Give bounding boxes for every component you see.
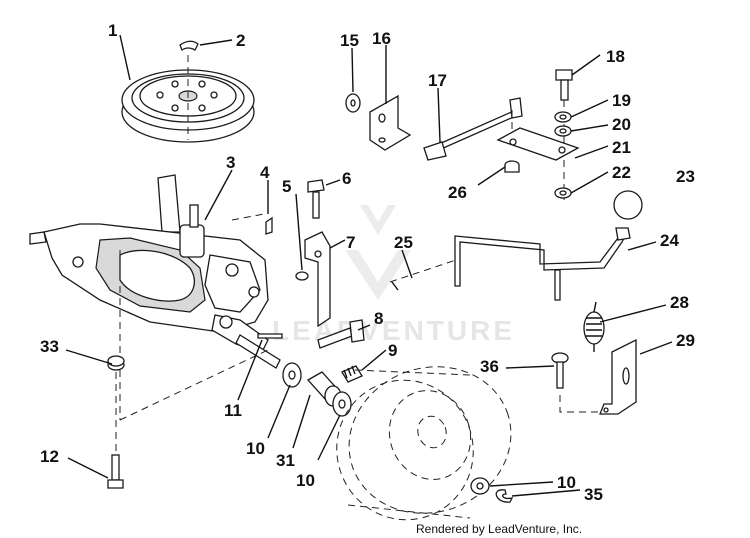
axle-key <box>265 216 273 235</box>
washer-19 <box>554 111 572 123</box>
knob-23 <box>613 190 643 220</box>
callout-31: 31 <box>276 451 295 470</box>
callout-11: 11 <box>224 401 242 420</box>
key-clip <box>179 40 199 51</box>
wheel <box>336 366 512 521</box>
callout-2: 2 <box>236 31 245 50</box>
washer-10c <box>470 477 490 495</box>
bracket-16 <box>369 94 412 151</box>
callout-25: 25 <box>394 233 413 252</box>
callouts: 1 2 3 4 5 6 7 8 9 10 10 10 11 12 15 16 1… <box>40 21 695 504</box>
callout-28: 28 <box>670 293 689 312</box>
callout-4: 4 <box>260 163 270 182</box>
nut-5 <box>295 271 309 281</box>
spacer-26 <box>504 160 520 173</box>
callout-10c: 10 <box>557 473 576 492</box>
clip-25 <box>391 281 399 291</box>
bolt-6 <box>307 179 325 219</box>
spring-28 <box>583 301 605 352</box>
washer-15 <box>345 93 361 113</box>
washer-22 <box>554 187 572 199</box>
clip-35 <box>495 489 514 503</box>
footer-credit: Rendered by LeadVenture, Inc. <box>416 522 582 536</box>
callout-1: 1 <box>108 21 117 40</box>
bolt-18 <box>555 69 573 101</box>
callout-18: 18 <box>606 47 625 66</box>
callout-35: 35 <box>584 485 603 504</box>
callout-8: 8 <box>374 309 383 328</box>
callout-10a: 10 <box>246 439 265 458</box>
callout-23: 23 <box>676 167 695 186</box>
washer-20 <box>554 125 572 137</box>
callout-15: 15 <box>340 31 359 50</box>
pin-11 <box>257 333 283 339</box>
rod-17 <box>423 97 523 161</box>
bolt-8 <box>317 319 365 349</box>
plate-21 <box>496 127 580 161</box>
bracket-7 <box>304 231 331 328</box>
callout-24: 24 <box>660 231 679 250</box>
washer-10b <box>332 391 352 417</box>
callout-21: 21 <box>612 138 631 157</box>
spring-9 <box>341 365 363 383</box>
watermark-text: LEADVENTURE <box>272 315 515 346</box>
watermark: LEADVENTURE <box>272 205 515 346</box>
callout-20: 20 <box>612 115 631 134</box>
bracket-29 <box>599 338 637 415</box>
washer-10a <box>282 362 302 388</box>
leader-lines <box>65 34 673 497</box>
callout-17: 17 <box>428 71 447 90</box>
callout-12: 12 <box>40 447 59 466</box>
callout-19: 19 <box>612 91 631 110</box>
callout-26: 26 <box>448 183 467 202</box>
callout-33: 33 <box>40 337 59 356</box>
callout-6: 6 <box>342 169 351 188</box>
callout-7: 7 <box>346 233 355 252</box>
bolt-12 <box>107 454 124 489</box>
callout-10b: 10 <box>296 471 315 490</box>
callout-29: 29 <box>676 331 695 350</box>
lever-24 <box>454 227 631 301</box>
callout-5: 5 <box>282 177 291 196</box>
screw-36 <box>551 352 569 389</box>
transaxle <box>29 174 281 369</box>
callout-16: 16 <box>372 29 391 48</box>
callout-9: 9 <box>388 341 397 360</box>
callout-3: 3 <box>226 153 235 172</box>
callout-36: 36 <box>480 357 499 376</box>
callout-22: 22 <box>612 163 631 182</box>
